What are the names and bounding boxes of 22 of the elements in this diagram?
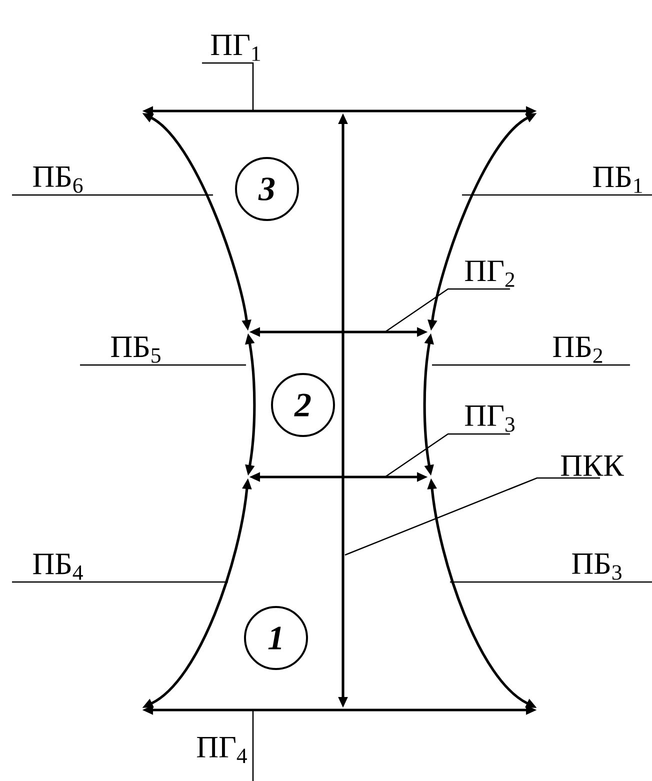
leader-line xyxy=(344,477,600,556)
label-text: ПБ$_{1}$ xyxy=(593,166,642,193)
label-text: ПГ$_{4}$ xyxy=(197,736,247,763)
leader-line xyxy=(450,581,652,583)
leader-line xyxy=(462,194,652,196)
label-text: ПБ$_{3}$ xyxy=(572,553,622,580)
label-text: ПГ$_{2}$ xyxy=(465,260,514,287)
leader-line xyxy=(432,364,630,366)
label-text: ПБ$_{4}$ xyxy=(33,554,83,580)
leader-line xyxy=(12,194,213,196)
label-text: ПГ$_{3}$ xyxy=(465,405,514,432)
leader-line xyxy=(202,62,254,111)
label-text: ПБ$_{6}$ xyxy=(33,166,83,193)
label-text: ПГ$_{1}$ xyxy=(211,34,260,61)
label-text: ПБ$_{2}$ xyxy=(553,336,602,363)
label-text: ПБ$_{5}$ xyxy=(111,336,160,363)
leader-line xyxy=(384,433,510,478)
label-text: ПКК xyxy=(561,456,624,476)
leader-line xyxy=(12,581,228,583)
leader-line xyxy=(80,364,246,366)
leader-line xyxy=(252,710,254,781)
leader-line xyxy=(384,288,510,333)
